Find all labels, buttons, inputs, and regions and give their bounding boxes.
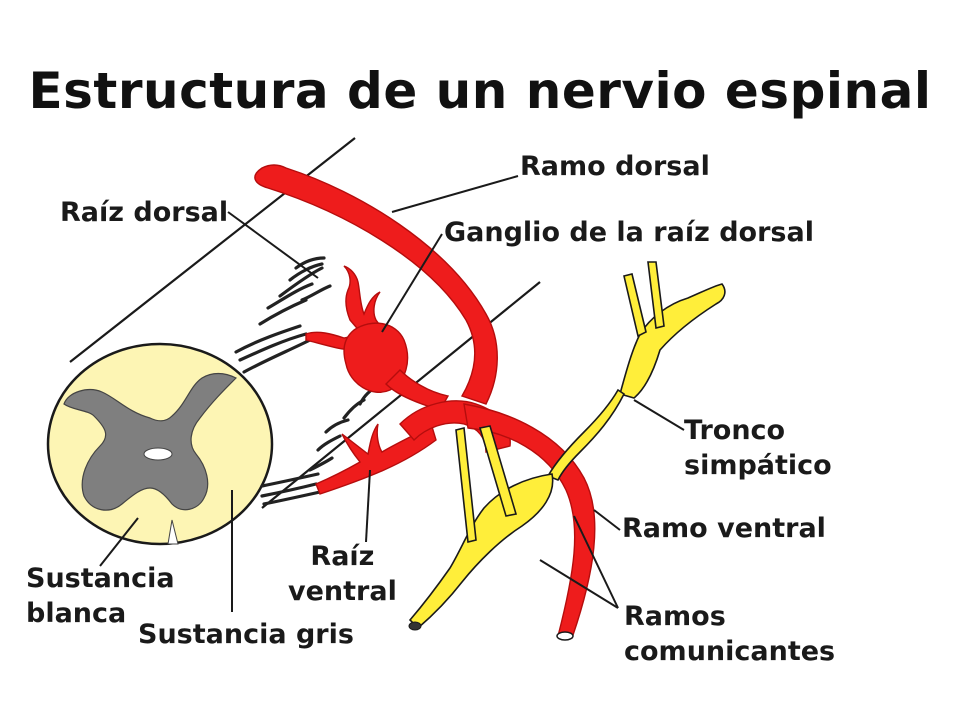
gray-matter [63,372,238,511]
sympathetic-chain [408,261,726,630]
sympathetic-cut-end [408,621,422,631]
label-raiz-ventral-line1: Raíz [310,541,375,572]
ventral-root-branches [315,418,437,495]
label-ramos-line1: Ramos [624,601,726,632]
label-tronco-line1: Tronco [684,415,786,446]
label-sustancia-gris: Sustancia gris [138,619,354,650]
label-sust-blanca-line1: Sustancia [26,563,175,594]
dorsal-rootlets [234,256,332,374]
label-ramo-ventral: Ramo ventral [622,513,826,544]
label-sustancia-blanca: Sustancia blanca [26,562,175,631]
label-ramo-dorsal: Ramo dorsal [520,151,710,182]
label-ganglio-raiz-dorsal: Ganglio de la raíz dorsal [444,217,814,248]
label-raiz-ventral: Raíz ventral [288,540,397,609]
label-sust-blanca-line2: blanca [26,597,127,629]
leader-lines [99,175,685,612]
label-tronco-line2: simpático [684,449,832,481]
label-raiz-ventral-line2: ventral [288,575,397,607]
upper-sympathetic-ganglion [619,283,726,399]
diagram-title: Estructura de un nervio espinal [28,62,932,120]
label-ramos-line2: comunicantes [624,635,836,667]
rami-communicantes [455,427,477,543]
dorsal-root-ganglion [343,322,409,393]
lower-sympathetic-ganglion [408,473,554,630]
label-raiz-dorsal: Raíz dorsal [60,197,229,228]
anterior-fissure [167,519,179,545]
label-ramos-comunicantes: Ramos comunicantes [624,600,835,669]
central-canal [143,447,173,461]
dorsal-ramus [254,164,498,405]
ventral-ramus-end [556,631,574,641]
label-tronco-simpatico: Tronco simpático [684,414,832,483]
